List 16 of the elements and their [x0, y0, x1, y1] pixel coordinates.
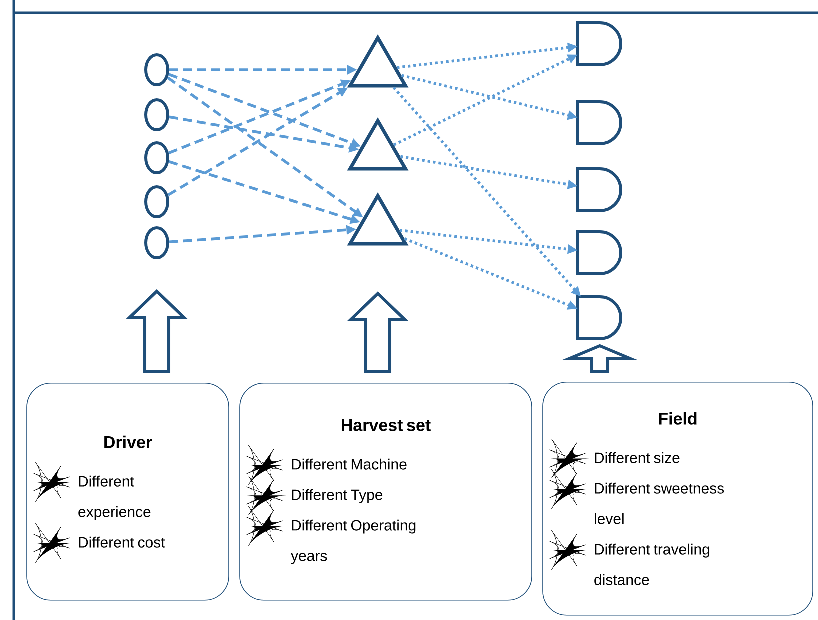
d-shape — [576, 168, 622, 212]
circle — [144, 98, 170, 132]
info-box: Driver Different experience Different cost — [26, 383, 230, 601]
circle — [144, 54, 170, 86]
circle — [144, 226, 170, 260]
block-arrow — [562, 344, 638, 374]
circle — [144, 186, 170, 218]
d-shape — [576, 100, 622, 146]
d-shape — [576, 296, 622, 340]
info-box: Harvest set Different Machine Different Type Different Operating years — [240, 383, 532, 601]
block-arrow — [347, 292, 409, 374]
d-shape — [576, 230, 622, 276]
block-arrow — [126, 289, 188, 374]
d-shape — [576, 22, 622, 66]
circle — [144, 142, 170, 174]
info-box: Field Different size Different sweetness level Different traveling distance — [542, 382, 814, 616]
